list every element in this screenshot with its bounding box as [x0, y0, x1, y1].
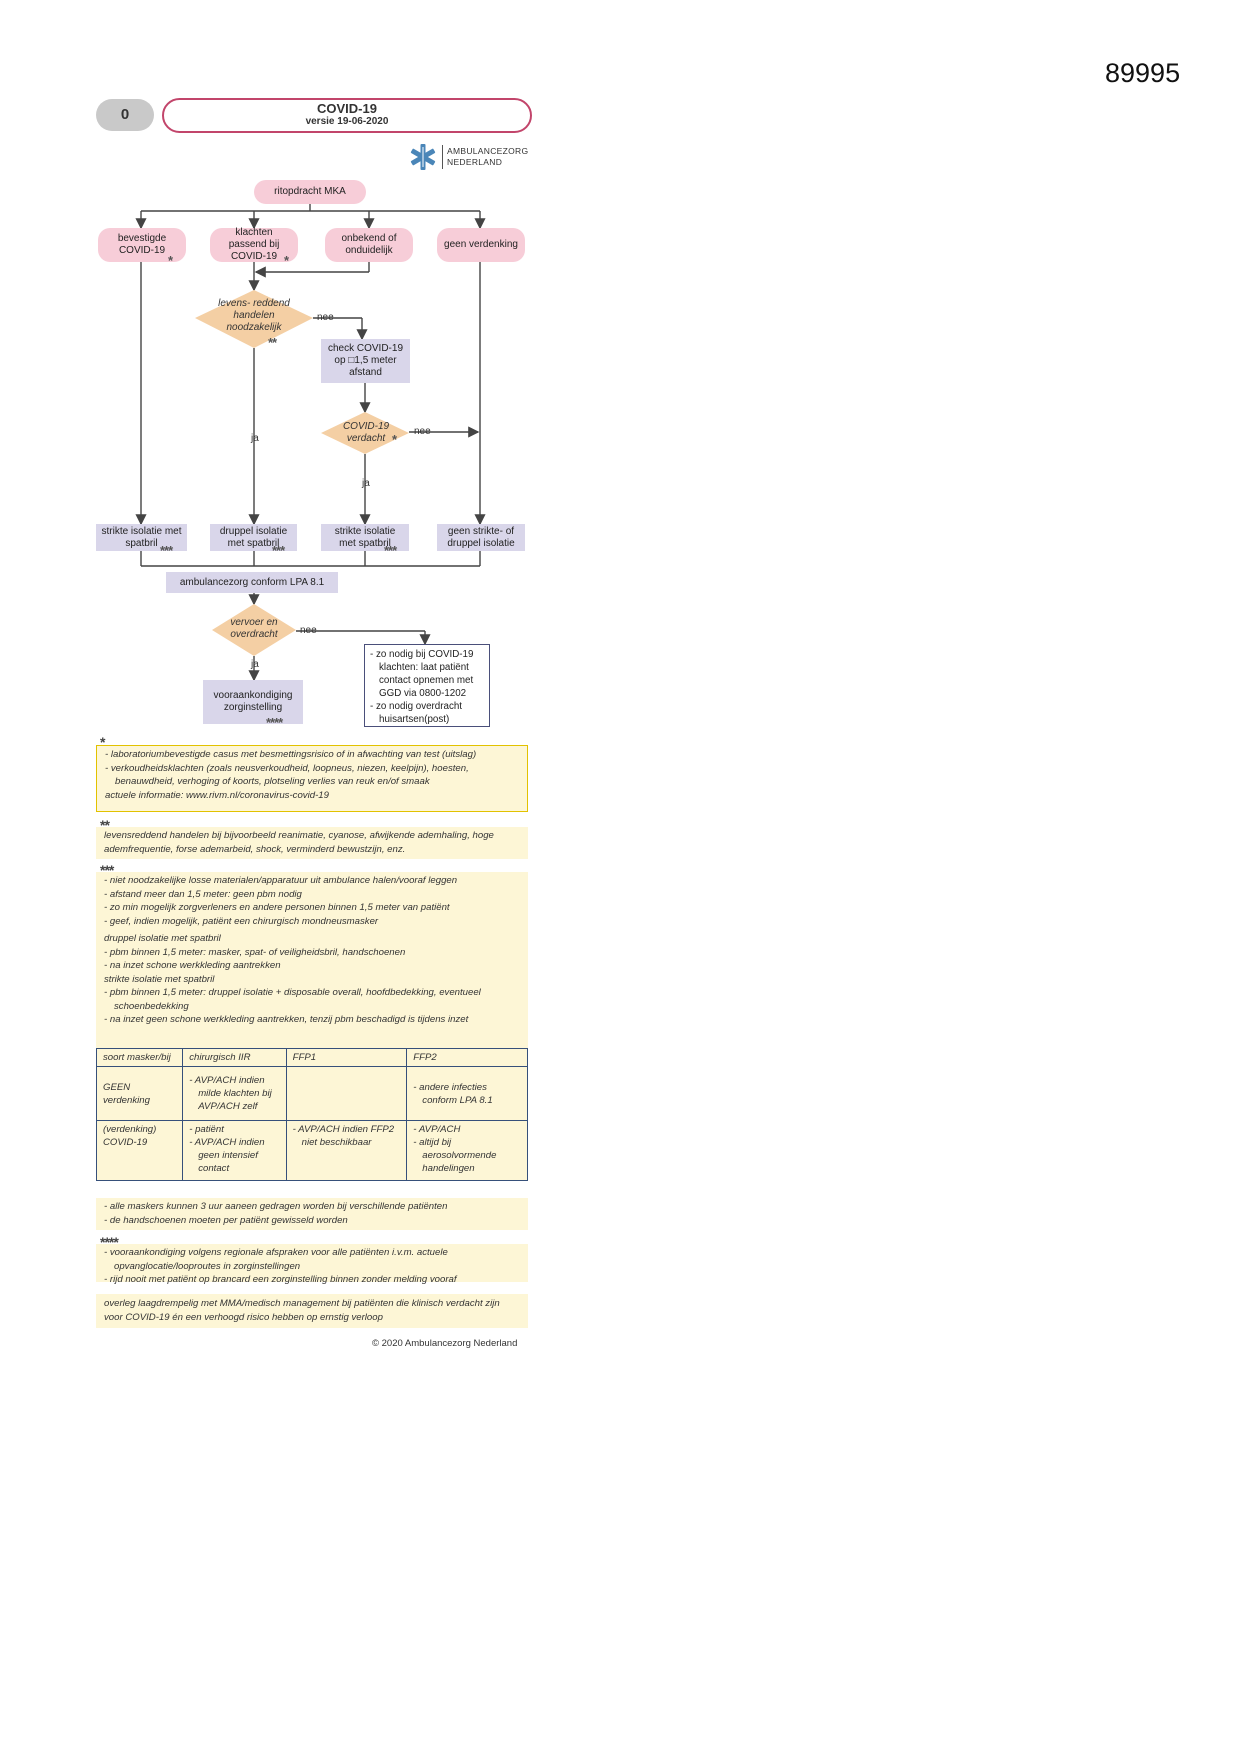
outcome-strict-2: strikte isolatie met spatbril: [321, 524, 409, 551]
star-marker: *: [392, 432, 397, 447]
copyright: © 2020 Ambulancezorg Nederland: [372, 1338, 518, 1349]
note-1-list: - laboratoriumbevestigde casus met besme…: [105, 748, 519, 789]
table-cell: - patiënt- AVP/ACH indien geen intensief…: [182, 1120, 287, 1181]
yes-label-3: ja: [251, 659, 259, 670]
lpa-node: ambulancezorg conform LPA 8.1: [166, 572, 338, 593]
note-section-1: - laboratoriumbevestigde casus met besme…: [96, 745, 528, 812]
star-marker: ****: [266, 715, 283, 730]
strict-list: - pbm binnen 1,5 meter: druppel isolatie…: [104, 986, 520, 1027]
decision-diamond-2: [321, 412, 409, 454]
note-section-4: - vooraankondiging volgens regionale afs…: [96, 1244, 528, 1285]
card-number: 0: [96, 99, 154, 131]
table-cell: - AVP/ACH indien milde klachten bij AVP/…: [182, 1066, 287, 1121]
decision-1-label: levens- reddend handelen noodzakelijk: [218, 298, 290, 333]
check-node: check COVID-19 op □1,5 meter afstand: [321, 339, 410, 383]
title-box: COVID-19 versie 19-06-2020: [162, 98, 532, 133]
droplet-list: - pbm binnen 1,5 meter: masker, spat- of…: [104, 946, 520, 973]
table-cell: GEEN verdenking: [95, 1066, 184, 1121]
table-header: chirurgisch IIR: [182, 1048, 287, 1067]
table-header: FFP2: [406, 1048, 528, 1067]
note-item: - niet noodzakelijke losse materialen/ap…: [104, 875, 458, 886]
star-marker: **: [268, 335, 277, 350]
final-note: overleg laagdrempelig met MMA/medisch ma…: [96, 1294, 528, 1328]
no-label-2: nee: [414, 426, 431, 437]
note-item: - rijd nooit met patiënt op brancard een…: [104, 1274, 457, 1285]
star-marker: ***: [160, 543, 173, 558]
advice-list: - zo nodig bij COVID-19 klachten: laat p…: [370, 648, 484, 726]
table-notes: - alle maskers kunnen 3 uur aaneen gedra…: [96, 1198, 528, 1230]
no-label-3: nee: [300, 625, 317, 636]
note-item: - geef, indien mogelijk, patiënt een chi…: [104, 915, 379, 927]
outcome-strict-1: strikte isolatie met spatbril: [96, 524, 187, 551]
note-item: - afstand meer dan 1,5 meter: geen pbm n…: [104, 888, 302, 900]
note-item: - de handschoenen moeten per patiënt gew…: [104, 1214, 348, 1226]
flow-connectors: [135, 204, 486, 682]
table-row: GEEN verdenking - AVP/ACH indien milde k…: [95, 1066, 528, 1121]
yes-label-1: ja: [251, 433, 259, 444]
yes-label-2: ja: [362, 478, 370, 489]
star-marker: ***: [384, 543, 397, 558]
logo-divider: [442, 145, 443, 169]
logo-line-1: AMBULANCEZORG: [447, 146, 529, 156]
logo-text: AMBULANCEZORG NEDERLAND: [447, 146, 528, 168]
note-item: - alle maskers kunnen 3 uur aaneen gedra…: [104, 1201, 448, 1212]
table-header: soort masker/bij: [95, 1048, 184, 1067]
note-item: - pbm binnen 1,5 meter: druppel isolatie…: [104, 987, 481, 1012]
star-marker: *: [168, 253, 173, 268]
table-row: (verdenking) COVID-19 - patiënt- AVP/ACH…: [95, 1120, 528, 1181]
note-item: - pbm binnen 1,5 meter: masker, spat- of…: [104, 946, 406, 958]
decision-2-label: COVID-19 verdacht: [342, 421, 390, 444]
table-header: FFP1: [285, 1048, 408, 1067]
category-no-suspicion: geen verdenking: [437, 228, 525, 262]
note-section-3: - niet noodzakelijke losse materialen/ap…: [96, 872, 528, 1048]
note-3-list: - niet noodzakelijke losse materialen/ap…: [104, 874, 520, 928]
advice-item: - zo nodig overdracht huisartsen(post): [370, 701, 463, 725]
note-item: - verkoudheidsklachten (zoals neusverkou…: [105, 762, 469, 788]
logo: AMBULANCEZORG NEDERLAND: [408, 142, 534, 172]
star-marker: ***: [272, 543, 285, 558]
advice-box: - zo nodig bij COVID-19 klachten: laat p…: [364, 644, 490, 727]
table-cell: [285, 1066, 408, 1121]
section-star-2: **: [100, 817, 110, 833]
no-label-1: nee: [317, 312, 334, 323]
table-cell: - AVP/ACH indien FFP2 niet beschikbaar: [285, 1120, 408, 1181]
note-section-2: levensreddend handelen bij bijvoorbeeld …: [96, 827, 528, 859]
decision-diamond-1: [195, 290, 313, 348]
decision-3-label: vervoer en overdracht: [230, 617, 278, 640]
logo-line-2: NEDERLAND: [447, 157, 503, 167]
note-item: - na inzet geen schone werkkleding aantr…: [104, 1014, 469, 1025]
version-date: versie 19-06-2020: [305, 116, 389, 127]
decision-diamond-3: [212, 604, 296, 656]
note-item: - vooraankondiging volgens regionale afs…: [104, 1247, 448, 1272]
category-confirmed: bevestigde COVID-19: [98, 228, 186, 262]
droplet-heading: druppel isolatie met spatbril: [104, 933, 221, 944]
category-unknown: onbekend of onduidelijk: [325, 228, 413, 262]
star-marker: *: [284, 253, 289, 268]
category-symptoms: klachten passend bij COVID-19: [210, 227, 298, 262]
note-item: - zo min mogelijk zorgverleners en ander…: [104, 902, 450, 913]
star-of-life-icon: [410, 144, 436, 170]
outcome-droplet: druppel isolatie met spatbril: [210, 524, 297, 551]
pre-announce-node: vooraankondiging zorginstelling: [203, 680, 303, 724]
table-cell: (verdenking) COVID-19: [95, 1120, 184, 1181]
table-header-row: soort masker/bij chirurgisch IIR FFP1 FF…: [95, 1048, 528, 1067]
start-node: ritopdracht MKA: [254, 180, 366, 204]
strict-heading: strikte isolatie met spatbril: [104, 973, 215, 985]
note-item: - laboratoriumbevestigde casus met besme…: [105, 749, 477, 760]
advice-item: - zo nodig bij COVID-19 klachten: laat p…: [370, 649, 474, 699]
section-star-1: *: [100, 734, 106, 750]
table-cell: - andere infecties conform LPA 8.1: [406, 1066, 528, 1121]
mask-table: soort masker/bij chirurgisch IIR FFP1 FF…: [95, 1048, 528, 1181]
page-title: COVID-19: [317, 101, 377, 116]
page-id: 89995: [1105, 58, 1181, 88]
note-item: - na inzet schone werkkleding aantrekken: [104, 960, 281, 971]
outcome-none: geen strikte- of druppel isolatie: [437, 524, 525, 551]
note-1-info: actuele informatie: www.rivm.nl/coronavi…: [105, 789, 329, 801]
table-cell: - AVP/ACH- altijd bij aerosolvormende ha…: [406, 1120, 528, 1181]
